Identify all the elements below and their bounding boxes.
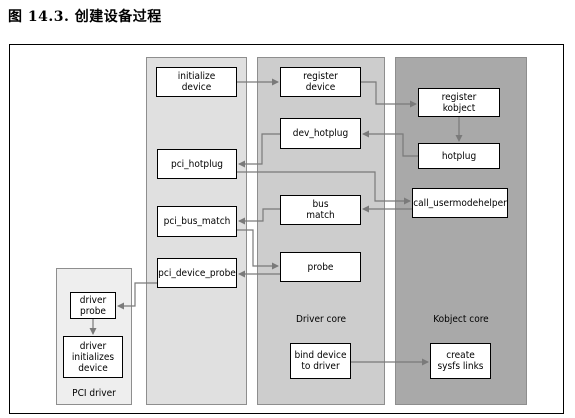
pci-bus-match-box: pci_bus_match <box>157 206 237 237</box>
arrow-pci-device-probe-to-driver-probe <box>117 282 157 310</box>
hotplug-box: hotplug <box>418 143 500 169</box>
pci-hotplug-box: pci_hotplug <box>157 149 237 179</box>
driver-core-label: Driver core <box>296 314 346 325</box>
arrow-bus-match-to-pci-bus-match <box>238 208 280 225</box>
pci-driver-label: PCI driver <box>72 388 116 399</box>
figure-caption: 图 14.3. 创建设备过程 <box>8 9 162 25</box>
kobject-core-label: Kobject core <box>433 314 489 325</box>
probe-box: probe <box>280 252 361 282</box>
arrow-register-device-to-register-kobject <box>361 81 417 108</box>
arrow-pci-hotplug-to-call-usermodehelper <box>237 171 411 205</box>
pci-device-probe-box: pci_device_probe <box>157 258 237 288</box>
arrow-pci-bus-match-to-probe <box>237 229 279 270</box>
arrow-hotplug-to-dev-hotplug <box>362 130 418 157</box>
call-usermodehelper-box: call_usermodehelper <box>412 188 508 218</box>
arrow-dev-hotplug-to-pci-hotplug <box>238 133 280 168</box>
dev-hotplug-box: dev_hotplug <box>280 118 361 149</box>
